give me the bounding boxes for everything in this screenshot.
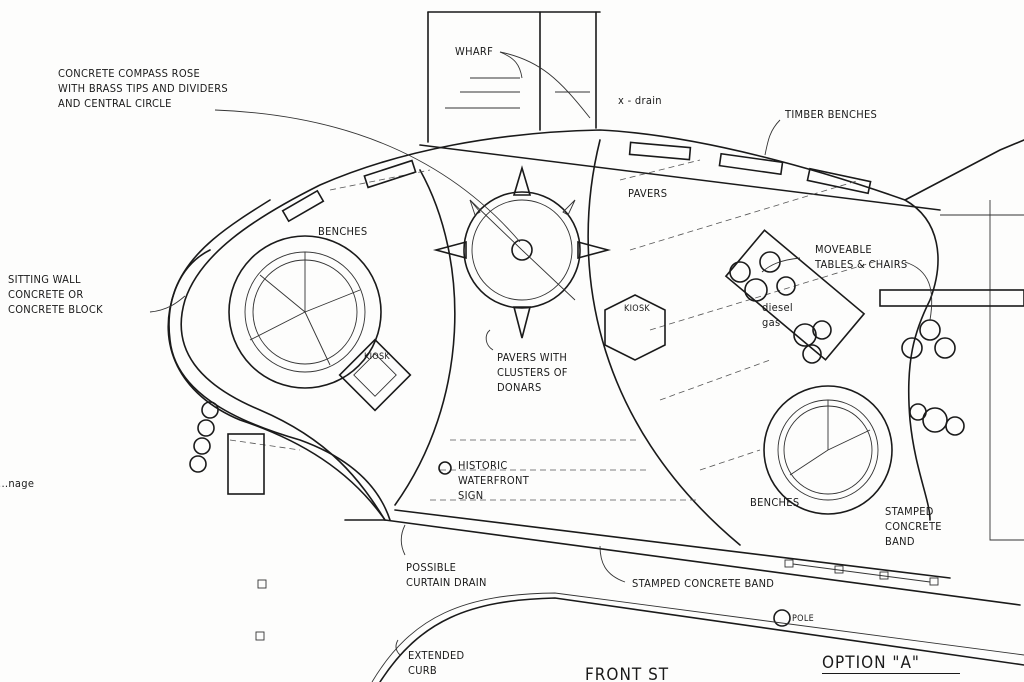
label-line: clusters of [497, 366, 568, 379]
label-line: Extended [408, 649, 465, 662]
label-line: waterfront [458, 474, 530, 487]
label-line: curb [408, 664, 438, 677]
curtain-drain-label: Possible curtain drain [406, 560, 487, 590]
sign-structure [227, 433, 265, 495]
label-line: Pavers with [497, 351, 568, 364]
label-line: tables & chairs [815, 258, 908, 271]
kiosks [338, 294, 666, 412]
wharf-structure [427, 11, 601, 143]
paver-hatching [229, 159, 881, 501]
label-line: and central circle [58, 97, 172, 110]
label-line: Stamped [885, 505, 934, 518]
tables-area [724, 229, 866, 361]
sitting-wall-label: Sitting wall concrete or concrete block [8, 272, 103, 317]
drawing-title: Option "A" [822, 655, 960, 674]
wharf-label: Wharf [455, 45, 494, 58]
leader-lines [149, 51, 933, 656]
compass-rose [432, 165, 612, 339]
diesel-gas-label: diesel gas [762, 300, 793, 330]
label-line: donars [497, 381, 542, 394]
right-seating-circle [763, 385, 893, 515]
extended-curb-label: Extended curb [408, 648, 464, 678]
label-line: curtain drain [406, 576, 487, 589]
label-line: gas [762, 316, 781, 329]
pole-label: Pole [792, 614, 815, 624]
timber-benches [281, 141, 872, 223]
label-line: sign [458, 489, 484, 502]
label-line: Concrete compass rose [58, 67, 201, 80]
label-line: concrete [885, 520, 942, 533]
signage-partial-label: ...nage [0, 477, 35, 490]
timber-benches-label: Timber benches [785, 108, 878, 121]
label-line: Moveable [815, 243, 872, 256]
left-seating-circle [228, 235, 382, 389]
moveable-tables-label: Moveable tables & chairs [815, 242, 908, 272]
label-line: concrete or [8, 288, 84, 301]
stamped-band-bottom-label: Stamped concrete band [632, 577, 775, 590]
benches-right-label: Benches [750, 496, 800, 509]
label-line: Possible [406, 561, 457, 574]
label-line: band [885, 535, 915, 548]
kiosk-left-label: Kiosk [364, 352, 391, 362]
bollards [784, 559, 939, 586]
stamped-band-right-label: Stamped concrete band [885, 504, 942, 549]
historic-sign-label: Historic waterfront sign [458, 458, 529, 503]
benches-left-label: Benches [318, 225, 368, 238]
drain-label: x - drain [618, 94, 662, 107]
label-line: concrete block [8, 303, 103, 316]
pavers-clusters-label: Pavers with clusters of donars [497, 350, 568, 395]
label-line: Historic [458, 459, 508, 472]
compass-rose-label: Concrete compass rose with brass tips an… [58, 66, 228, 111]
label-line: with brass tips and dividers [58, 82, 228, 95]
label-line: Sitting wall [8, 273, 81, 286]
plaza-outline [167, 129, 1024, 606]
pavers-label: Pavers [628, 187, 668, 200]
trees-and-tables [189, 251, 965, 627]
street-name: Front St [585, 665, 670, 682]
label-line: diesel [762, 301, 793, 314]
kiosk-right-label: Kiosk [624, 304, 651, 314]
extended-curb [379, 597, 1024, 682]
